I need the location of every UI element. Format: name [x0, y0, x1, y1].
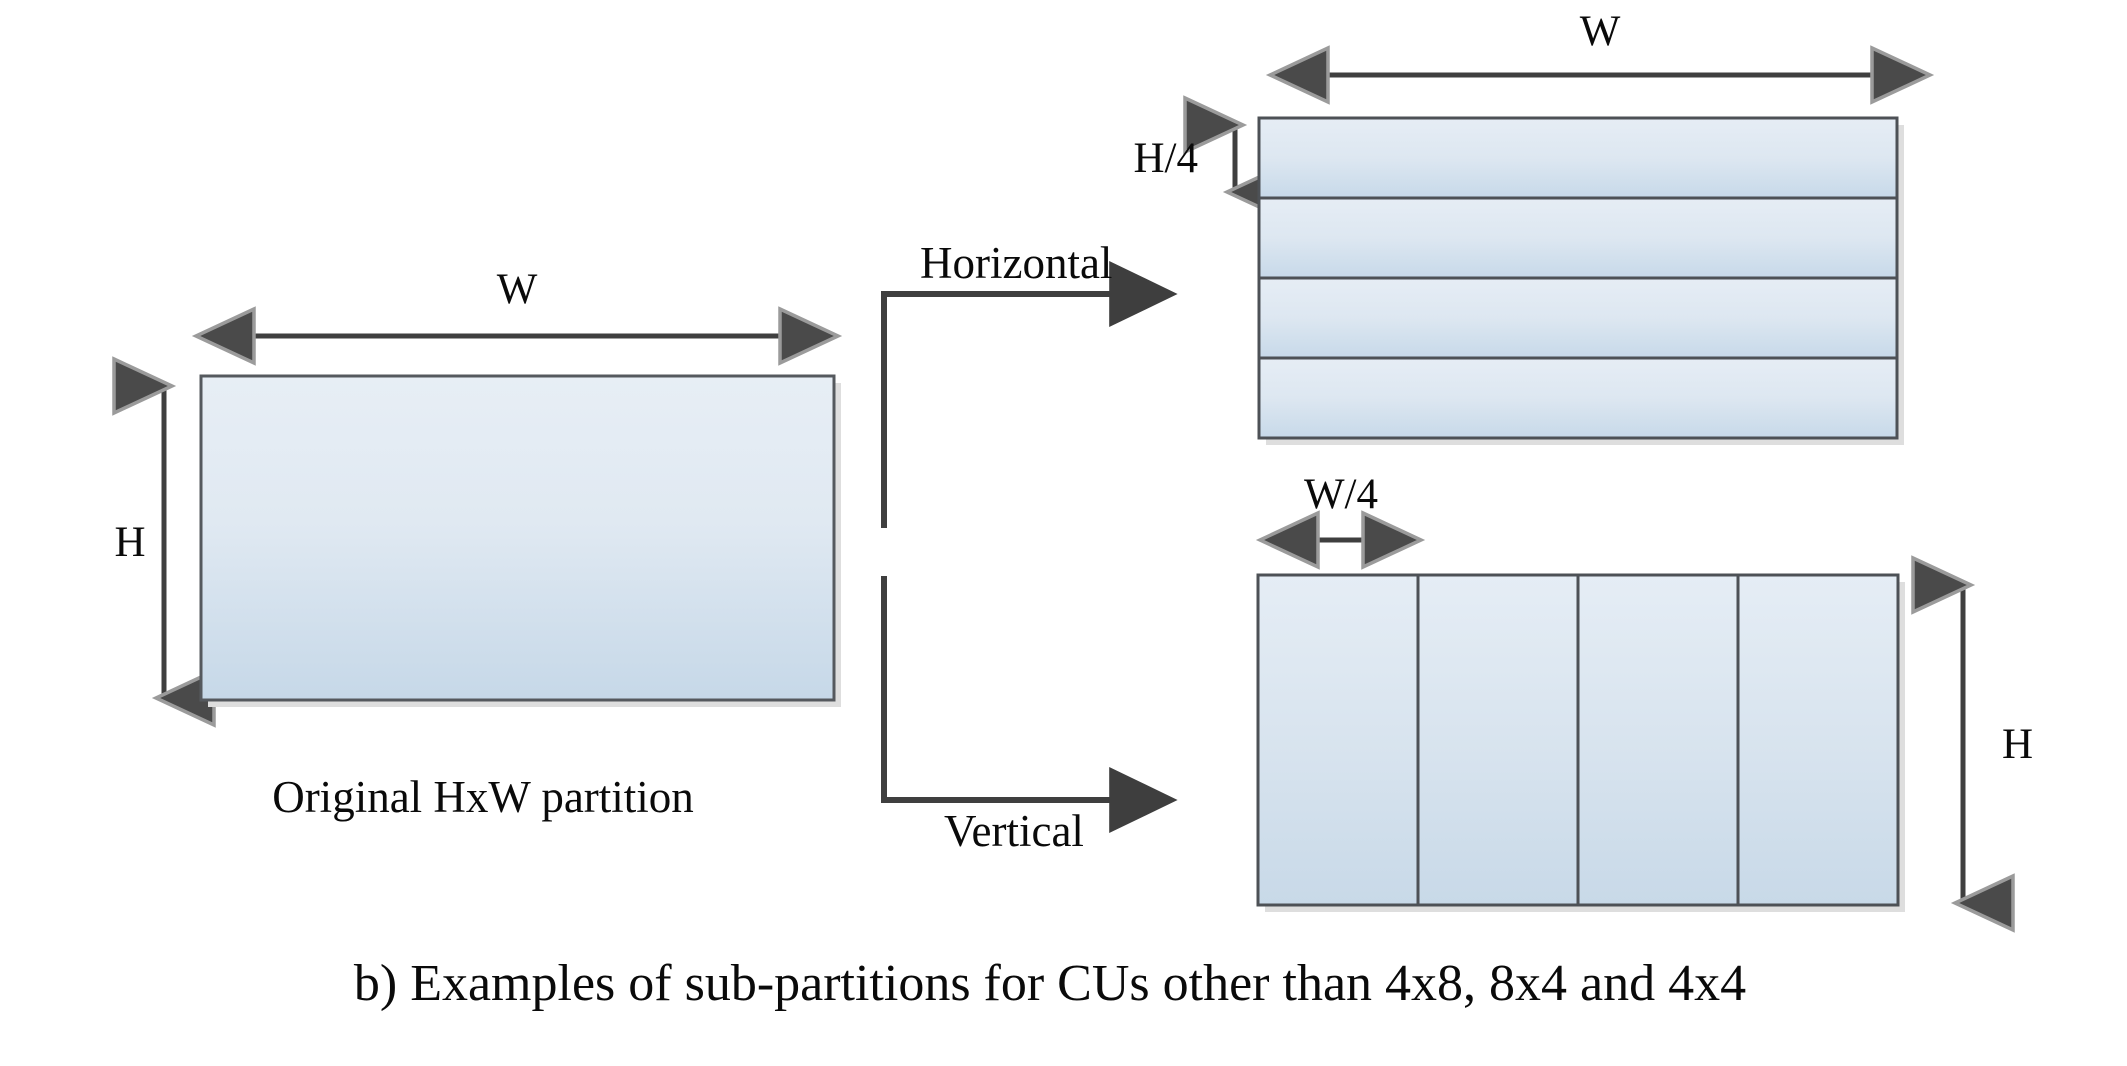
vertical-branch-path: [881, 576, 1178, 833]
horizontal-branch-path: [881, 261, 1178, 528]
vsub-width-label: W/4: [1304, 471, 1378, 518]
vertical-subpartition-column: [1576, 573, 1740, 907]
horizontal-subpartition-strip: [1257, 276, 1899, 360]
horizontal-subpartition-strip: [1257, 196, 1899, 280]
original-partition-caption: Original HxW partition: [272, 772, 694, 822]
vertical-subwidth-dimension: W/4: [1255, 471, 1426, 570]
horizontal-subpartition-strip: [1257, 356, 1899, 440]
branch-arrows-group: Horizontal Vertical: [881, 238, 1178, 856]
vertical-subpartition-column: [1256, 573, 1420, 907]
figure-caption: b) Examples of sub-partitions for CUs ot…: [354, 955, 1746, 1012]
original-width-label: W: [497, 266, 538, 313]
hsub-height-label: H/4: [1134, 135, 1199, 182]
hsub-width-label: W: [1580, 8, 1621, 55]
vertical-branch-label: Vertical: [944, 806, 1084, 856]
horizontal-subheight-dimension: H/4: [1134, 95, 1287, 222]
original-height-dimension: H: [112, 356, 216, 728]
horizontal-branch-label: Horizontal: [920, 238, 1112, 288]
vertical-height-dimension: H: [1911, 555, 2033, 933]
original-height-label: H: [114, 519, 145, 566]
vertical-subpartition-column: [1736, 573, 1900, 907]
vsub-height-label: H: [2002, 721, 2033, 768]
horizontal-subpartition-group: W H/4: [1134, 8, 1935, 445]
vertical-branch-arrow: Vertical: [881, 576, 1178, 856]
vertical-subpartition-group: W/4 H: [1255, 471, 2033, 933]
vertical-subpartition-column: [1416, 573, 1580, 907]
original-width-dimension: W: [191, 266, 843, 366]
horizontal-subpartition-strip: [1257, 116, 1899, 200]
original-partition-block: [199, 374, 836, 702]
horizontal-branch-arrow: Horizontal: [881, 238, 1178, 528]
original-partition-group: W H Original HxW partition: [112, 266, 843, 822]
horizontal-width-dimension: W: [1265, 8, 1935, 105]
